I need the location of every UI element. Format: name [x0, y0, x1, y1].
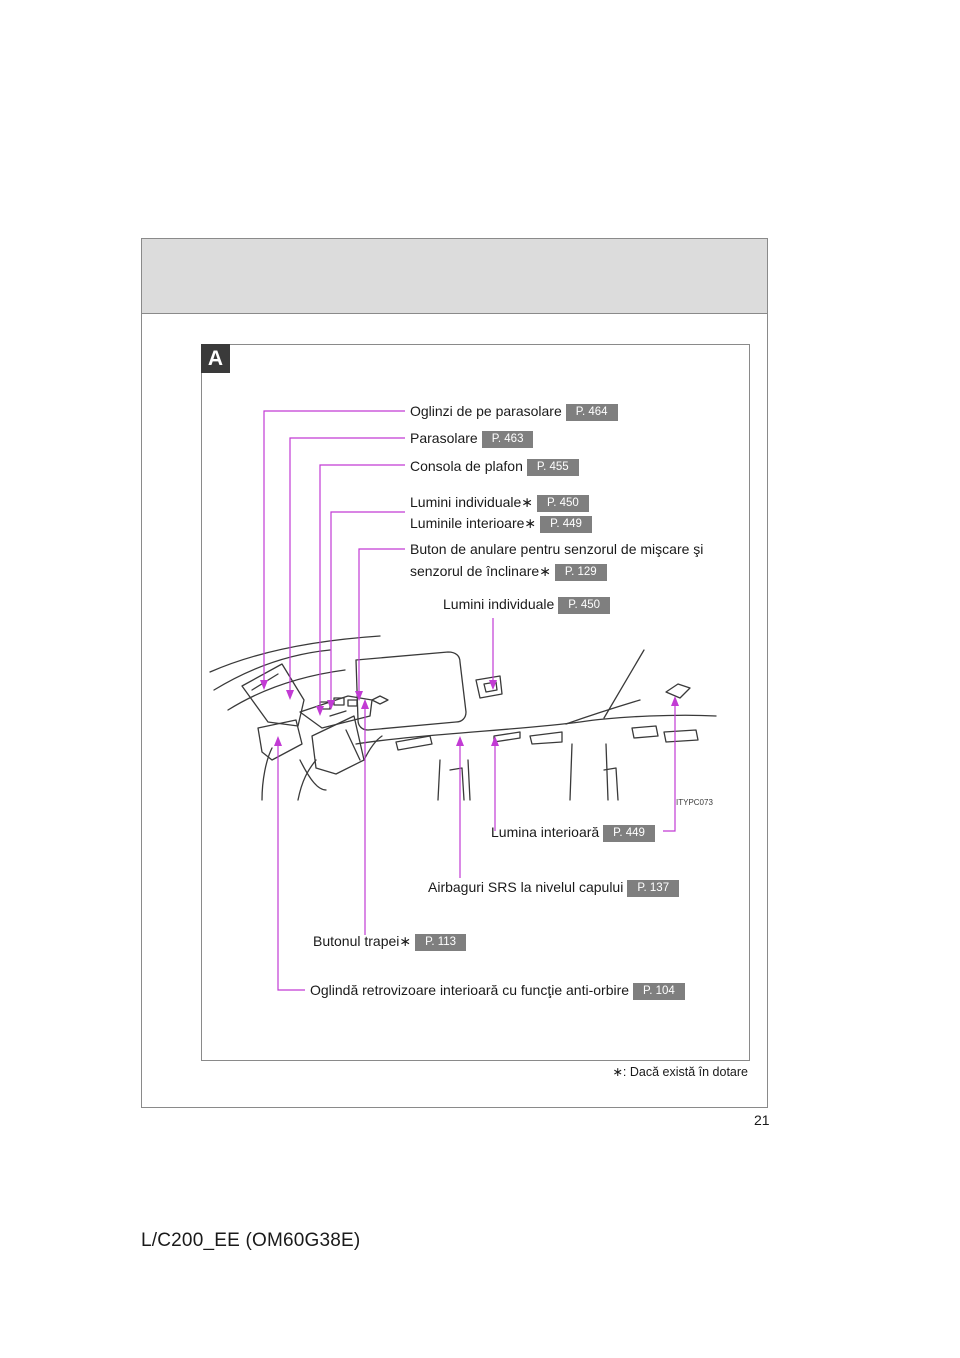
- page-ref: P. 113: [415, 934, 467, 951]
- leader-lines: [263, 410, 676, 991]
- image-code: ITYPC073: [676, 798, 713, 807]
- page-ref: P. 104: [633, 983, 685, 1000]
- callout-butonul-trapei: Butonul trapei∗P. 113: [313, 932, 467, 951]
- page-ref: P. 455: [526, 459, 579, 476]
- callout-lumini-individuale: Lumini individuale∗P. 450: [410, 493, 589, 512]
- page-ref: P. 450: [537, 495, 589, 512]
- page-ref: P. 129: [554, 564, 607, 581]
- footnote: ∗: Dacă există în dotare: [612, 1065, 748, 1079]
- callout-buton-anulare-line1: Buton de anulare pentru senzorul de mişc…: [410, 541, 704, 557]
- page-number: 21: [754, 1112, 770, 1128]
- callout-oglinda-retrovizoare: Oglindă retrovizoare interioară cu funcţ…: [310, 981, 685, 1000]
- illustration-panel: [201, 344, 750, 1061]
- callout-buton-anulare-line2: senzorul de înclinare∗P. 129: [410, 562, 607, 581]
- page-ref: P. 463: [481, 431, 534, 448]
- page-frame: [141, 238, 768, 1108]
- header-band: [142, 239, 767, 314]
- page-ref: P. 449: [603, 825, 655, 842]
- callout-luminile-interioare: Luminile interioare∗P. 449: [410, 514, 592, 533]
- page-ref: P. 449: [540, 516, 592, 533]
- section-badge: A: [201, 344, 230, 373]
- page-ref: P. 464: [565, 404, 618, 421]
- page-ref: P. 450: [558, 597, 611, 614]
- leader-arrowheads: [260, 680, 679, 746]
- document-code: L/C200_EE (OM60G38E): [141, 1230, 361, 1251]
- car-roof-drawing: [209, 635, 717, 801]
- page-ref: P. 137: [627, 880, 680, 897]
